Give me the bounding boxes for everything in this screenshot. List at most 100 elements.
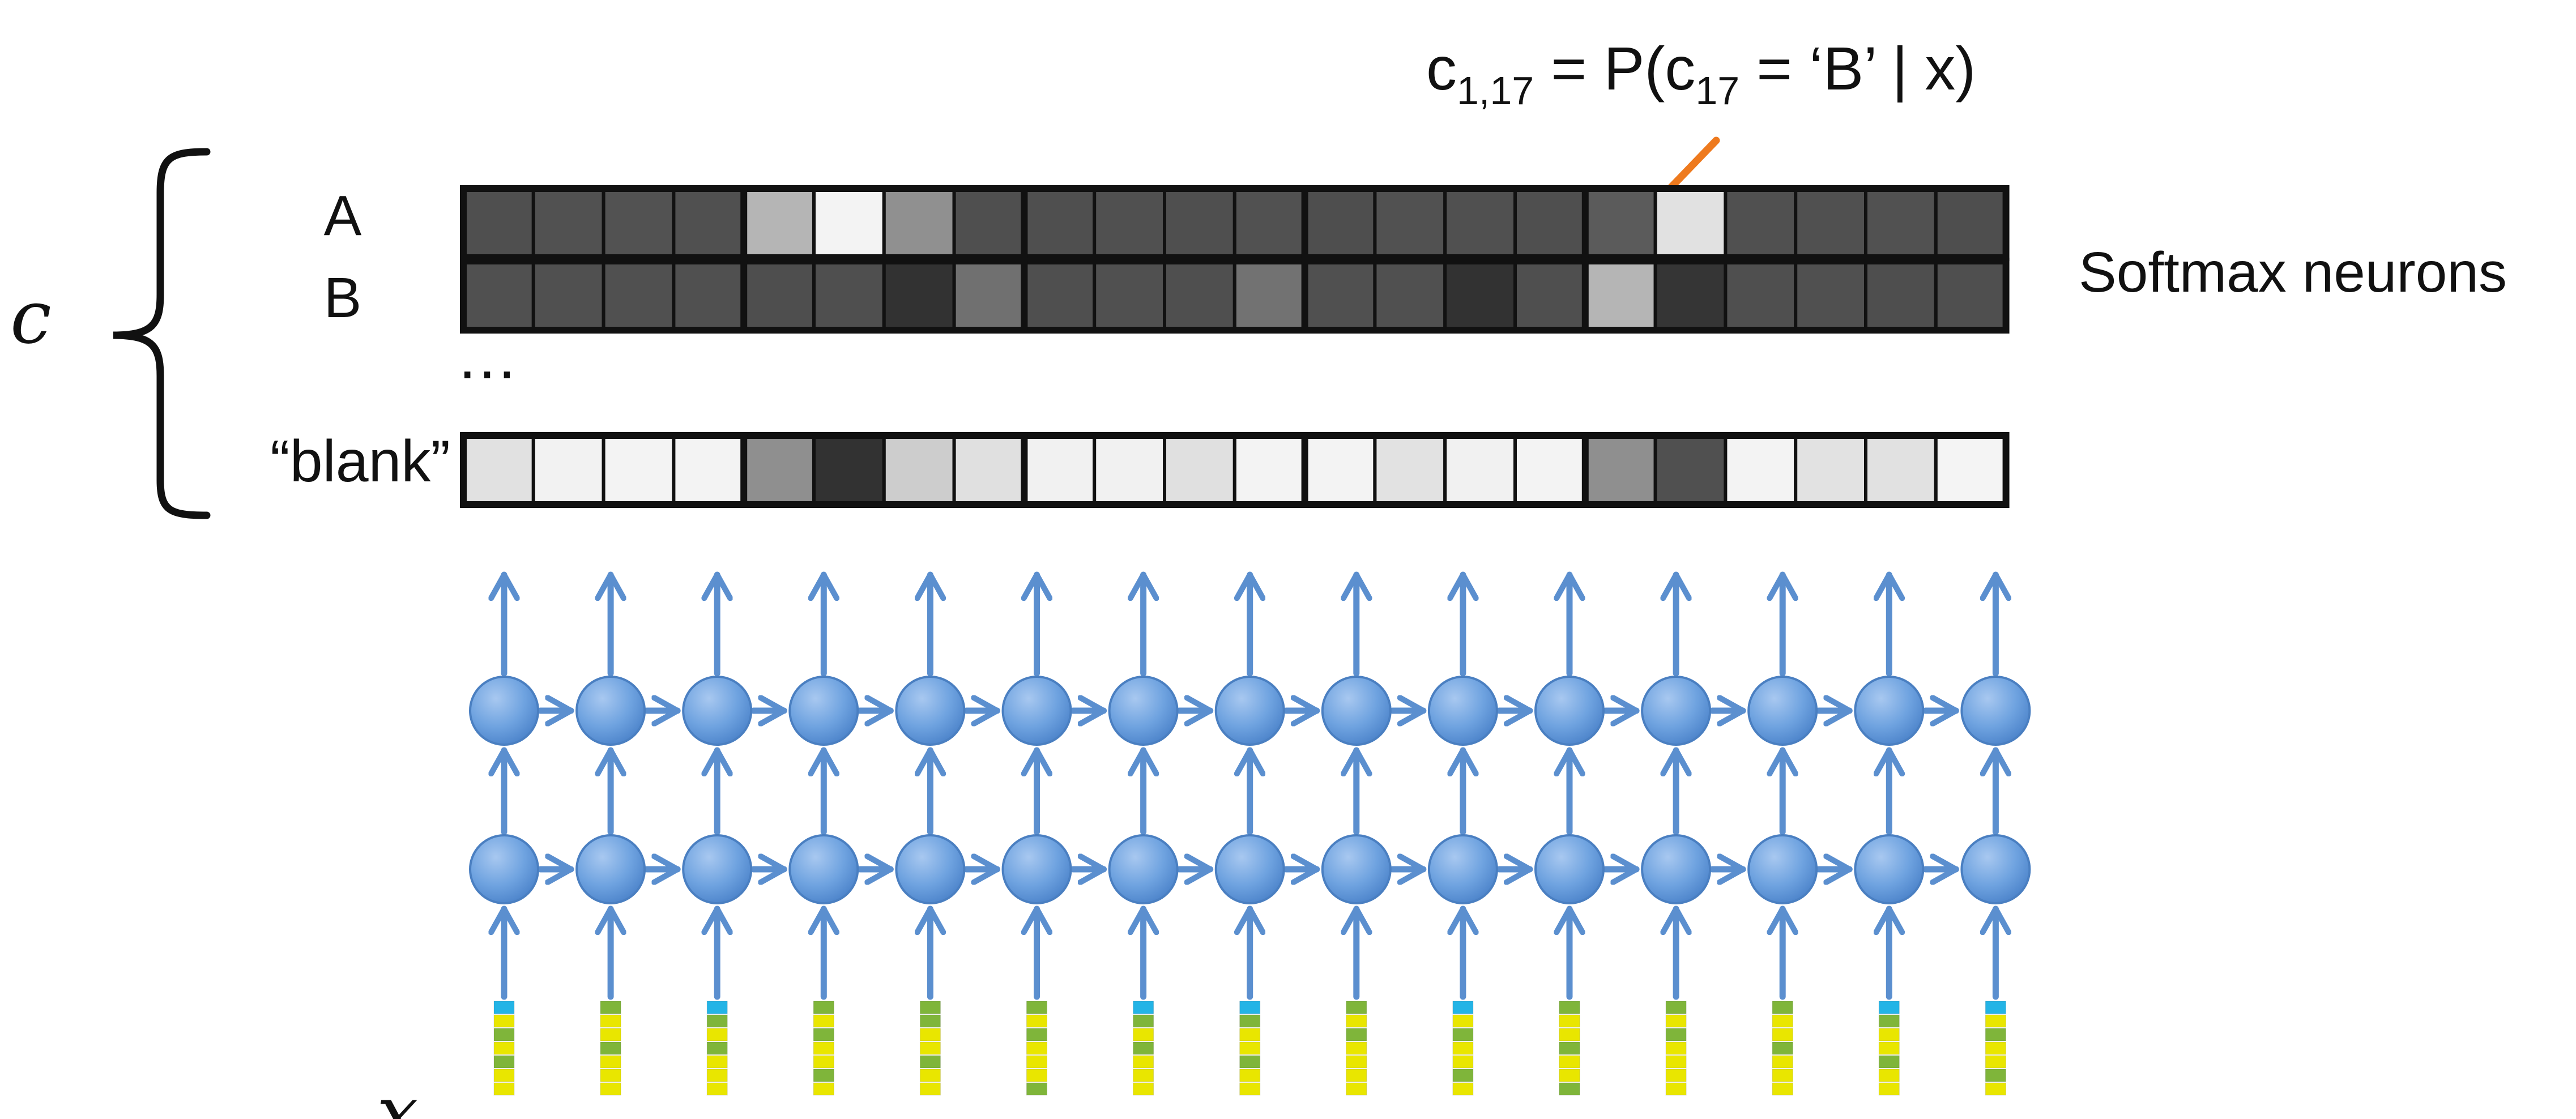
rnn-network: [469, 571, 2031, 1000]
variable-x: x: [377, 1070, 418, 1119]
cell-blank-22: [1934, 434, 2008, 506]
input-segment-10-7: [1452, 1082, 1474, 1096]
input-segment-4-2: [813, 1014, 834, 1028]
row-label-a: A: [324, 184, 362, 247]
cell-b-20: [1794, 259, 1867, 332]
rnn-node-top-14: [1854, 676, 1925, 746]
input-segment-13-1: [1772, 1001, 1793, 1014]
cell-b-2: [531, 259, 605, 332]
rnn-node-bottom-2: [575, 834, 646, 904]
rnn-node-bottom-14: [1854, 834, 1925, 904]
input-segment-9-6: [1346, 1069, 1367, 1082]
cell-blank-21: [1864, 434, 1938, 506]
annotation-formula: c1,17 = P(c17 = ‘B’ | x): [1426, 34, 1976, 113]
input-segment-1-5: [493, 1055, 515, 1069]
input-segment-9-5: [1346, 1055, 1367, 1069]
annotation-mid1: = P(c: [1534, 34, 1695, 102]
cell-blank-15: [1443, 434, 1517, 506]
input-segment-7-2: [1133, 1014, 1154, 1028]
cell-b-13: [1303, 259, 1377, 332]
input-segment-8-2: [1239, 1014, 1261, 1028]
variable-c: c: [10, 274, 52, 360]
cell-a-9: [1022, 187, 1097, 259]
input-segment-13-6: [1772, 1069, 1793, 1082]
input-segment-6-2: [1026, 1014, 1047, 1028]
input-segment-4-6: [813, 1069, 834, 1082]
row-outline-blank: [460, 432, 2010, 508]
cell-b-11: [1163, 259, 1236, 332]
cell-blank-13: [1303, 434, 1377, 506]
cell-blank-1: [462, 434, 535, 506]
input-segment-6-6: [1026, 1069, 1047, 1082]
input-segment-5-1: [919, 1001, 941, 1014]
input-segment-10-4: [1452, 1041, 1474, 1055]
input-segment-15-3: [1985, 1028, 2006, 1041]
input-segment-15-2: [1985, 1014, 2006, 1028]
input-segment-2-4: [600, 1041, 621, 1055]
input-segment-6-7: [1026, 1082, 1047, 1096]
input-segment-12-7: [1665, 1082, 1687, 1096]
input-segment-15-5: [1985, 1055, 2006, 1069]
input-segment-6-3: [1026, 1028, 1047, 1041]
cell-a-5: [742, 187, 816, 259]
input-segment-3-4: [706, 1041, 728, 1055]
rnn-node-bottom-11: [1534, 834, 1605, 904]
cell-b-5: [742, 259, 816, 332]
input-segment-2-1: [600, 1001, 621, 1014]
input-segment-8-3: [1239, 1028, 1261, 1041]
input-segment-3-5: [706, 1055, 728, 1069]
cell-b-22: [1934, 259, 2008, 332]
input-segment-14-1: [1878, 1001, 1900, 1014]
rnn-node-top-15: [1960, 676, 2031, 746]
input-segment-1-4: [493, 1041, 515, 1055]
input-segment-2-5: [600, 1055, 621, 1069]
row-label-b: B: [324, 266, 362, 330]
input-segment-12-5: [1665, 1055, 1687, 1069]
rnn-node-top-6: [1001, 676, 1072, 746]
input-segment-14-6: [1878, 1069, 1900, 1082]
rnn-node-top-5: [895, 676, 966, 746]
cell-blank-14: [1373, 434, 1447, 506]
input-segment-8-6: [1239, 1069, 1261, 1082]
cell-a-8: [952, 187, 1026, 259]
input-segment-14-3: [1878, 1028, 1900, 1041]
input-segment-11-5: [1559, 1055, 1580, 1069]
input-segment-5-4: [919, 1041, 941, 1055]
cell-blank-6: [812, 434, 886, 506]
input-segment-12-4: [1665, 1041, 1687, 1055]
cell-a-7: [882, 187, 956, 259]
input-segment-14-7: [1878, 1082, 1900, 1096]
input-segment-5-6: [919, 1069, 941, 1082]
cell-blank-20: [1794, 434, 1867, 506]
input-segment-1-6: [493, 1069, 515, 1082]
input-segment-12-1: [1665, 1001, 1687, 1014]
input-segment-4-3: [813, 1028, 834, 1041]
input-segment-1-1: [493, 1001, 515, 1014]
cell-b-17: [1583, 259, 1657, 332]
rnn-node-top-11: [1534, 676, 1605, 746]
rnn-node-top-3: [682, 676, 753, 746]
input-segment-2-3: [600, 1028, 621, 1041]
annotation-sub2: 17: [1695, 69, 1739, 113]
input-segment-1-2: [493, 1014, 515, 1028]
input-segment-7-1: [1133, 1001, 1154, 1014]
cell-a-6: [812, 187, 886, 259]
rnn-node-top-2: [575, 676, 646, 746]
input-segment-11-6: [1559, 1069, 1580, 1082]
input-segment-9-4: [1346, 1041, 1367, 1055]
input-segment-2-2: [600, 1014, 621, 1028]
input-segment-7-4: [1133, 1041, 1154, 1055]
cell-blank-19: [1724, 434, 1798, 506]
cell-blank-17: [1583, 434, 1657, 506]
input-segment-1-7: [493, 1082, 515, 1096]
cell-a-12: [1232, 187, 1307, 259]
cell-a-2: [531, 187, 605, 259]
rnn-node-bottom-12: [1641, 834, 1712, 904]
cell-b-19: [1724, 259, 1798, 332]
rnn-node-top-10: [1427, 676, 1498, 746]
softmax-label: Softmax neurons: [2079, 241, 2507, 304]
cell-blank-10: [1093, 434, 1166, 506]
input-segment-12-3: [1665, 1028, 1687, 1041]
row-label-blank: “blank”: [270, 429, 450, 494]
cell-a-16: [1513, 187, 1587, 259]
